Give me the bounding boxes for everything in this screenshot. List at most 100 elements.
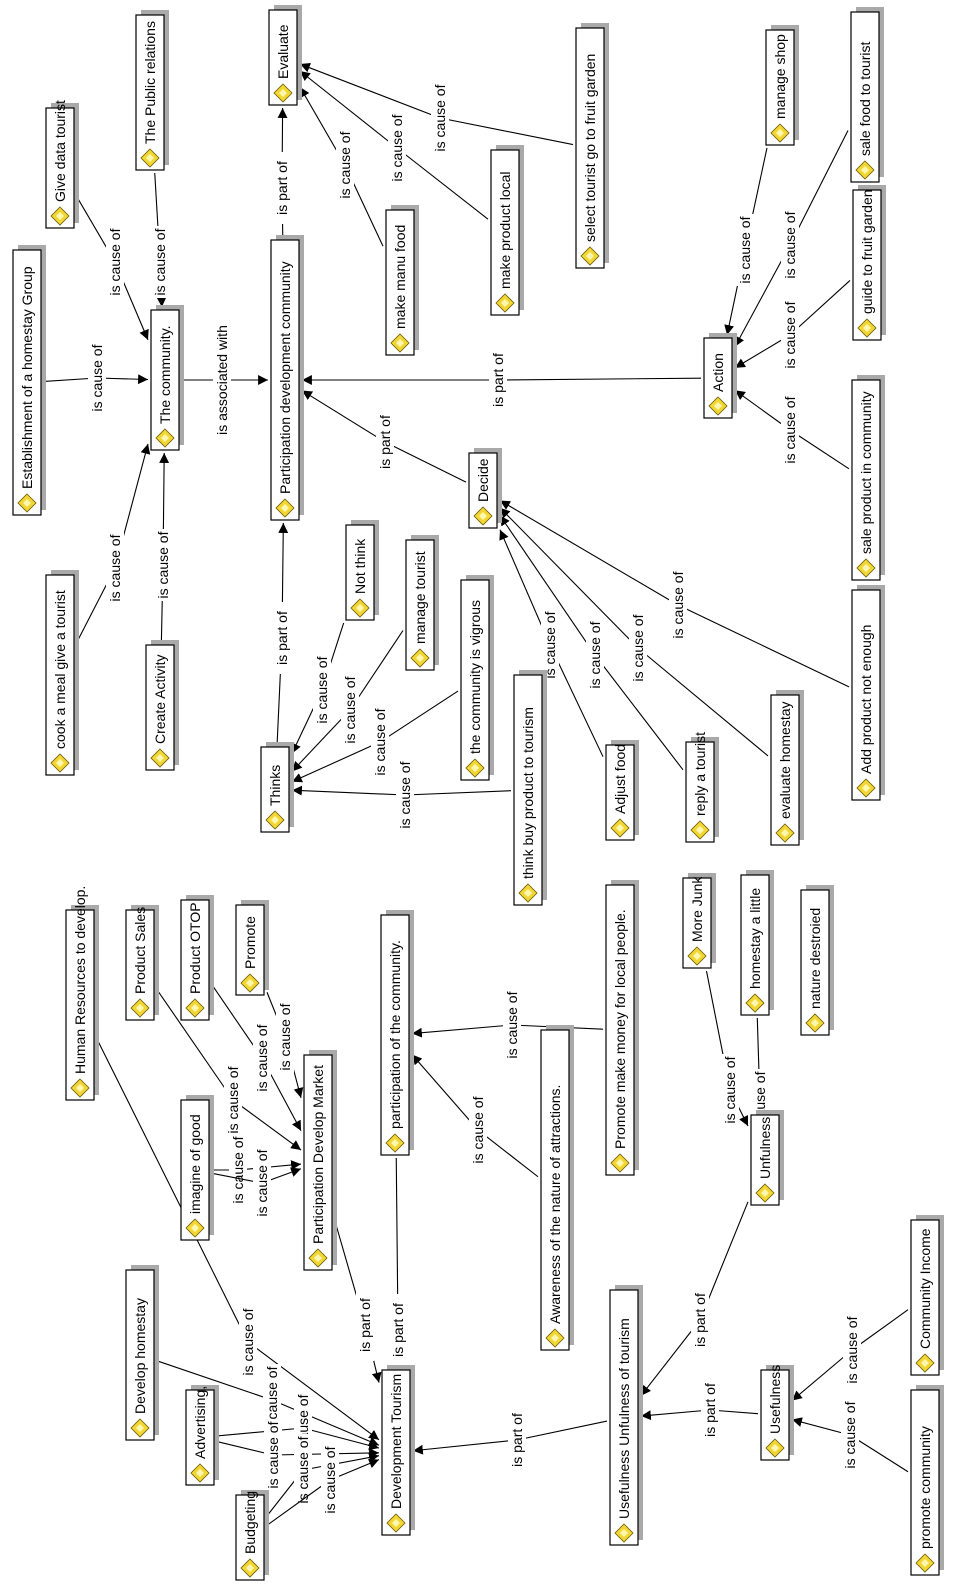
edge-e30: is cause of [211, 1147, 302, 1219]
concept-node-evaluate-homestay[interactable]: evaluate homestay [770, 690, 804, 846]
concept-icon [130, 1418, 150, 1438]
concept-node-pdc[interactable]: Participation development community [270, 235, 304, 521]
concept-node-nature-destroyed[interactable]: nature destroied [800, 885, 834, 1036]
node-box [513, 674, 543, 906]
concept-node-budgeting[interactable]: Budgeting [235, 1490, 269, 1581]
edge-label: is cause of [432, 84, 448, 151]
concept-icon [580, 246, 600, 266]
concept-node-guide-fruit[interactable]: guide to fruit garden [852, 185, 886, 341]
edge-line-in [216, 1441, 274, 1456]
edge-label-bg [253, 1147, 271, 1219]
edge-arrow [302, 1452, 380, 1471]
concept-node-manage-tourist[interactable]: manage tourist [405, 535, 439, 671]
concept-node-select-tourist[interactable]: select tourist go to fruit garden [575, 23, 609, 269]
node-box [910, 1219, 940, 1376]
concept-node-not-think[interactable]: Not think [345, 520, 379, 621]
node-box [381, 1369, 411, 1536]
concept-node-product-sales[interactable]: Product Sales [125, 905, 159, 1021]
concept-node-adjust-food[interactable]: Adjust food [605, 740, 639, 841]
edge-arrow [734, 389, 791, 431]
edge-line-in [404, 790, 512, 796]
concept-node-sale-product[interactable]: sale product in community [851, 375, 885, 581]
edge-e25: is cause of [291, 759, 512, 831]
node-box [12, 249, 42, 516]
concept-node-product-otop[interactable]: Product OTOP [180, 895, 214, 1021]
node-label: participation of the community. [387, 940, 403, 1129]
concept-node-vigrous[interactable]: the community is vigrous [460, 575, 494, 781]
edge-label-bg [229, 1134, 247, 1206]
concept-node-usefulness[interactable]: Usefulness [760, 1365, 794, 1461]
edge-label: is cause of [587, 621, 603, 688]
node-box [852, 189, 882, 341]
concept-node-promote-money[interactable]: Promote make money for local people. [605, 880, 639, 1176]
concept-node-community-income[interactable]: Community Income [910, 1215, 944, 1376]
concept-node-make-menu[interactable]: make manu food [385, 205, 419, 356]
concept-node-establishment[interactable]: Establishment of a homestay Group [12, 245, 46, 516]
concept-node-promote-community[interactable]: promote community [910, 1385, 944, 1576]
edge-label-bg [213, 344, 231, 416]
edge-label-bg [503, 989, 521, 1061]
node-box [65, 909, 95, 1101]
concept-node-more-junk[interactable]: More Junk [682, 873, 716, 969]
edge-label: is cause of [670, 571, 686, 638]
concept-node-dev-tourism[interactable]: Development Tourism [381, 1365, 415, 1536]
edge-e28: is cause of [266, 992, 304, 1098]
concept-icon [755, 1183, 775, 1203]
edge-label-bg [371, 706, 389, 778]
concept-node-community[interactable]: The community. [150, 305, 184, 451]
node-label: Unfulness [757, 1117, 773, 1179]
node-label: The community. [157, 325, 173, 424]
edge-e23: is cause of [291, 630, 404, 772]
concept-node-public-rel[interactable]: The Public relations [135, 10, 169, 171]
concept-node-add-product[interactable]: Add product not enough [851, 585, 885, 801]
concept-node-cook-meal[interactable]: cook a meal give a tourist [45, 570, 79, 776]
edge-label: is cause of [342, 676, 358, 743]
concept-node-decide[interactable]: Decide [468, 448, 502, 529]
edge-label: is cause of [254, 1149, 270, 1216]
edge-label-bg [273, 152, 291, 224]
edge-label-bg [341, 674, 359, 746]
concept-node-unfulness[interactable]: Unfulness [750, 1110, 784, 1206]
concept-node-human-res[interactable]: Human Resources to develop. [65, 886, 99, 1101]
concept-node-give-data[interactable]: Give data tourist [45, 100, 79, 229]
edge-label: is cause of [542, 611, 558, 678]
concept-node-thinks[interactable]: Thinks [260, 742, 294, 833]
concept-node-advertising[interactable]: Advertising, [185, 1385, 219, 1486]
concept-icon [770, 123, 790, 143]
edge-line-in [216, 1427, 304, 1437]
edge-line-in [396, 147, 489, 220]
edge-label: is cause of [254, 1024, 270, 1091]
edge-arrow [499, 507, 639, 649]
edge-label-bg [541, 609, 559, 681]
concept-node-develop-homestay[interactable]: Develop homestay [125, 1265, 159, 1441]
concept-node-promote[interactable]: Promote [235, 900, 269, 996]
node-box [851, 379, 881, 581]
concept-node-manage-shop[interactable]: manage shop [765, 25, 799, 146]
concept-node-think-buy[interactable]: think buy product to tourism [513, 670, 547, 906]
concept-node-participation-comm[interactable]: participation of the community. [380, 910, 414, 1156]
node-label: Usefulness Unfulness of tourism [616, 1318, 632, 1519]
concept-node-sale-food[interactable]: sale food to tourist [850, 7, 884, 183]
concept-node-pdm[interactable]: Participation Develop Market [303, 1050, 337, 1271]
concept-icon [350, 598, 370, 618]
edge-label-bg [721, 1054, 739, 1126]
concept-node-reply-tourist[interactable]: reply a tourist [685, 732, 719, 843]
concept-node-use-unf[interactable]: Usefulness Unfulness of tourism [609, 1285, 643, 1546]
edge-arrow [734, 334, 791, 369]
concept-node-make-product[interactable]: make product local [490, 145, 524, 316]
concept-node-homestay-little[interactable]: homestay a little [740, 870, 774, 1016]
node-box [851, 589, 881, 801]
concept-node-evaluate[interactable]: Evaluate [268, 5, 302, 106]
concept-node-awareness[interactable]: Awareness of the nature of attractions. [540, 1025, 574, 1351]
concept-node-imagine[interactable]: imagine of good [180, 1095, 214, 1241]
edge-e10: is cause of [299, 62, 574, 154]
node-label: Budgeting [242, 1491, 258, 1554]
node-box [185, 1389, 215, 1486]
edge-label-bg [736, 214, 754, 286]
edge-label: is cause of [389, 114, 405, 181]
edge-label-bg [253, 1022, 271, 1094]
concept-node-action[interactable]: Action [703, 333, 737, 419]
concept-node-create-activity[interactable]: Create Activity [145, 640, 179, 771]
node-label: the community is vigrous [467, 600, 483, 754]
concept-icon [390, 333, 410, 353]
